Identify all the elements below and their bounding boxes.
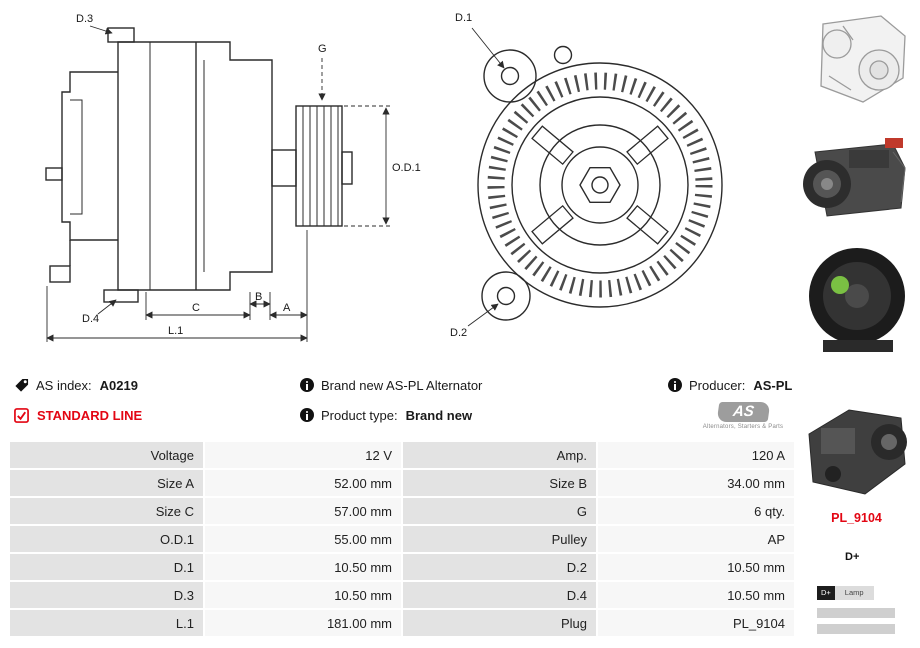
- dim-label-d2: D.2: [450, 327, 467, 339]
- lamp-indicator-badge: D+ Lamp: [817, 586, 874, 600]
- spec-label: Amp.: [403, 442, 596, 468]
- spec-value: 57.00 mm: [205, 498, 401, 524]
- product-photo-1[interactable]: [793, 6, 920, 116]
- product-type-value: Brand new: [405, 407, 473, 423]
- dim-label-a: A: [283, 302, 291, 314]
- spec-value: 10.50 mm: [205, 582, 401, 608]
- terminal-label: D+: [845, 551, 860, 563]
- spec-label: G: [403, 498, 596, 524]
- placeholder-bar-2: [817, 624, 895, 634]
- spec-table: Voltage 12 V Amp. 120 A Size A 52.00 mm …: [10, 442, 794, 636]
- technical-drawings: D.3 G O.D.1 D.4 C B A L.1: [45, 12, 723, 342]
- spec-label: L.1: [10, 610, 203, 636]
- spec-value: 55.00 mm: [205, 526, 401, 552]
- side-view-drawing: D.3 G O.D.1 D.4 C B A L.1: [45, 13, 421, 342]
- spec-label: D.1: [10, 554, 203, 580]
- info-icon: [300, 408, 314, 422]
- info-icon: [668, 378, 682, 392]
- spec-label: Plug: [403, 610, 596, 636]
- standard-line-label: STANDARD LINE: [37, 407, 143, 423]
- spec-value: AP: [598, 526, 794, 552]
- plug-code-link[interactable]: PL_9104: [831, 511, 882, 525]
- producer-value: AS-PL: [753, 377, 793, 393]
- spec-value: 10.50 mm: [598, 554, 794, 580]
- product-photo-3[interactable]: [793, 240, 920, 358]
- lamp-badge-terminal: D+: [817, 586, 835, 600]
- dim-label-d3: D.3: [76, 13, 93, 25]
- as-index-label: AS index:: [36, 377, 92, 393]
- lamp-badge-label: Lamp: [834, 586, 874, 600]
- spec-value: 34.00 mm: [598, 470, 794, 496]
- dim-label-b: B: [255, 291, 262, 303]
- info-icon: [300, 378, 314, 392]
- placeholder-bar-1: [817, 608, 895, 618]
- spec-value: 52.00 mm: [205, 470, 401, 496]
- dim-label-c: C: [192, 302, 200, 314]
- spec-value: 10.50 mm: [598, 582, 794, 608]
- dim-label-g: G: [318, 43, 327, 55]
- as-pl-logo-tagline: Alternators, Starters & Parts: [702, 424, 784, 430]
- as-index: AS index: A0219: [14, 377, 138, 393]
- as-pl-logo-mark: AS: [716, 402, 770, 422]
- producer-label: Producer:: [689, 377, 746, 393]
- standard-line: STANDARD LINE: [14, 407, 142, 423]
- dim-label-d4: D.4: [82, 313, 99, 325]
- product-type-label: Product type:: [321, 407, 398, 423]
- spec-value: 181.00 mm: [205, 610, 401, 636]
- front-view-drawing: D.1 D.2: [450, 12, 723, 339]
- spec-label: D.3: [10, 582, 203, 608]
- spec-label: Pulley: [403, 526, 596, 552]
- spec-label: Size B: [403, 470, 596, 496]
- spec-label: Voltage: [10, 442, 203, 468]
- as-index-value: A0219: [99, 377, 138, 393]
- product-type: Product type: Brand new: [300, 407, 472, 423]
- spec-label: O.D.1: [10, 526, 203, 552]
- producer: Producer: AS-PL: [668, 377, 792, 393]
- spec-label: Size A: [10, 470, 203, 496]
- product-photo-2[interactable]: [793, 122, 920, 234]
- spec-value: 6 qty.: [598, 498, 794, 524]
- spec-label: D.4: [403, 582, 596, 608]
- spec-value: 120 A: [598, 442, 794, 468]
- spec-label: D.2: [403, 554, 596, 580]
- product-photo-4[interactable]: [793, 394, 920, 508]
- spec-value: 10.50 mm: [205, 554, 401, 580]
- spec-label: Size C: [10, 498, 203, 524]
- dim-label-d1: D.1: [455, 12, 472, 24]
- spec-value: PL_9104: [598, 610, 794, 636]
- brand-new-text: Brand new AS-PL Alternator: [321, 377, 483, 393]
- dim-label-l1: L.1: [168, 325, 183, 337]
- product-photos-column: PL_9104 D+ D+ Lamp: [793, 0, 920, 648]
- brand-new-note: Brand new AS-PL Alternator: [300, 377, 482, 393]
- dim-label-od1: O.D.1: [392, 162, 421, 174]
- tag-icon: [15, 378, 29, 392]
- spec-value: 12 V: [205, 442, 401, 468]
- checkbox-checked-icon: [14, 407, 29, 423]
- as-pl-logo: AS Alternators, Starters & Parts: [694, 402, 792, 430]
